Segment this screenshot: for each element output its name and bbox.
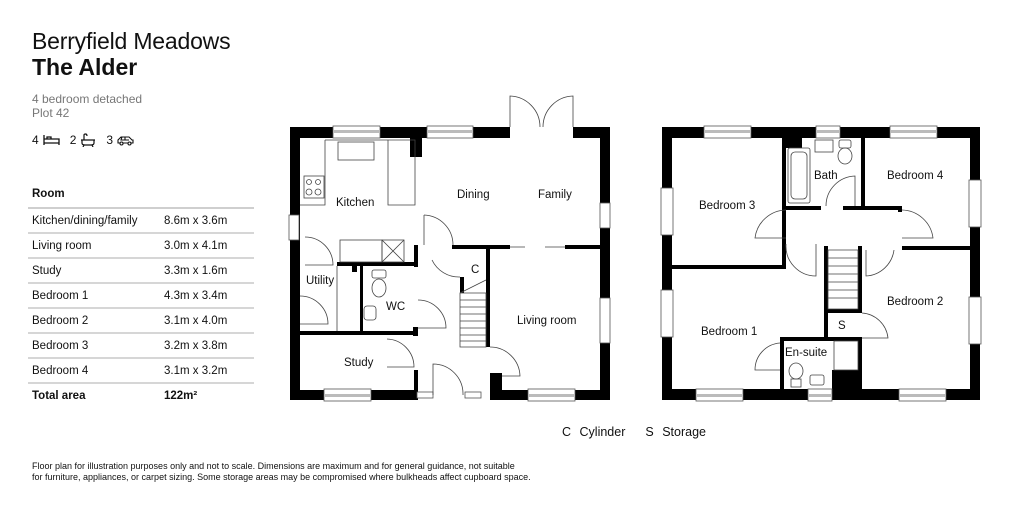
legend-item-storage: S Storage — [645, 425, 706, 439]
room-name: Kitchen/dining/family — [28, 208, 160, 234]
room-size: 3.1m x 4.0m — [160, 308, 254, 334]
room-name: Bedroom 3 — [28, 333, 160, 359]
total-area-label: Total area — [32, 390, 86, 402]
house-stats: 4 2 3 — [32, 133, 144, 147]
plan-legend: C Cylinder S Storage — [562, 425, 726, 439]
car-icon — [117, 135, 134, 146]
table-header-row: Room — [28, 185, 254, 209]
family-label: Family — [538, 189, 572, 201]
bedroom-2-label: Bedroom 2 — [887, 296, 943, 308]
cylinder-label: C — [471, 264, 479, 276]
legend-label: Storage — [662, 425, 706, 439]
parking-stat: 3 — [106, 133, 134, 147]
utility-label: Utility — [306, 275, 334, 287]
disclaimer-line-2: for furniture, appliances, or carpet siz… — [32, 472, 531, 482]
house-type-title: The Alder — [32, 54, 138, 80]
disclaimer: Floor plan for illustration purposes onl… — [32, 461, 592, 483]
room-name: Living room — [28, 233, 160, 259]
room-size: 3.2m x 3.8m — [160, 333, 254, 359]
storage-label: S — [838, 320, 846, 332]
legend-label: Cylinder — [579, 425, 626, 439]
dining-label: Dining — [457, 189, 490, 201]
legend-key: S — [645, 425, 654, 439]
bathrooms-stat: 2 — [70, 133, 97, 147]
wc-label: WC — [386, 301, 405, 313]
bed-icon — [43, 134, 60, 146]
bedroom-3-label: Bedroom 3 — [699, 200, 755, 212]
development-name: Berryfield Meadows — [32, 28, 231, 54]
room-column-header: Room — [28, 185, 254, 209]
bathrooms-count: 2 — [69, 133, 77, 147]
total-area-value: 122m² — [164, 390, 198, 402]
room-name: Bedroom 1 — [28, 283, 160, 309]
bedroom-4-label: Bedroom 4 — [887, 170, 944, 182]
bedroom-1-label: Bedroom 1 — [701, 326, 757, 338]
legend-item-cylinder: C Cylinder — [562, 425, 625, 439]
parking-count: 3 — [106, 133, 114, 147]
legend-key: C — [562, 425, 572, 439]
kitchen-label: Kitchen — [336, 197, 374, 209]
room-size: 3.0m x 4.1m — [160, 233, 254, 259]
total-area-row: Total area 122m² — [28, 383, 254, 407]
room-size: 8.6m x 3.6m — [160, 208, 254, 234]
bedrooms-stat: 4 — [32, 133, 60, 147]
bath-icon — [80, 133, 96, 147]
disclaimer-line-1: Floor plan for illustration purposes onl… — [32, 461, 515, 471]
room-name: Bedroom 4 — [28, 358, 160, 384]
room-size: 3.1m x 3.2m — [160, 358, 254, 384]
bedrooms-count: 4 — [32, 133, 39, 147]
room-size: 4.3m x 3.4m — [160, 283, 254, 309]
room-name: Bedroom 2 — [28, 308, 160, 334]
study-label: Study — [344, 357, 374, 369]
ensuite-label: En-suite — [785, 347, 827, 359]
bath-label: Bath — [814, 170, 838, 182]
bedroom-description: 4 bedroom detached — [32, 92, 143, 106]
house-description: 4 bedroom detached Plot 42 — [32, 92, 142, 120]
living-room-label: Living room — [517, 315, 576, 327]
room-size: 3.3m x 1.6m — [160, 258, 254, 284]
room-name: Study — [28, 258, 160, 284]
plot-number: Plot 42 — [32, 106, 70, 120]
